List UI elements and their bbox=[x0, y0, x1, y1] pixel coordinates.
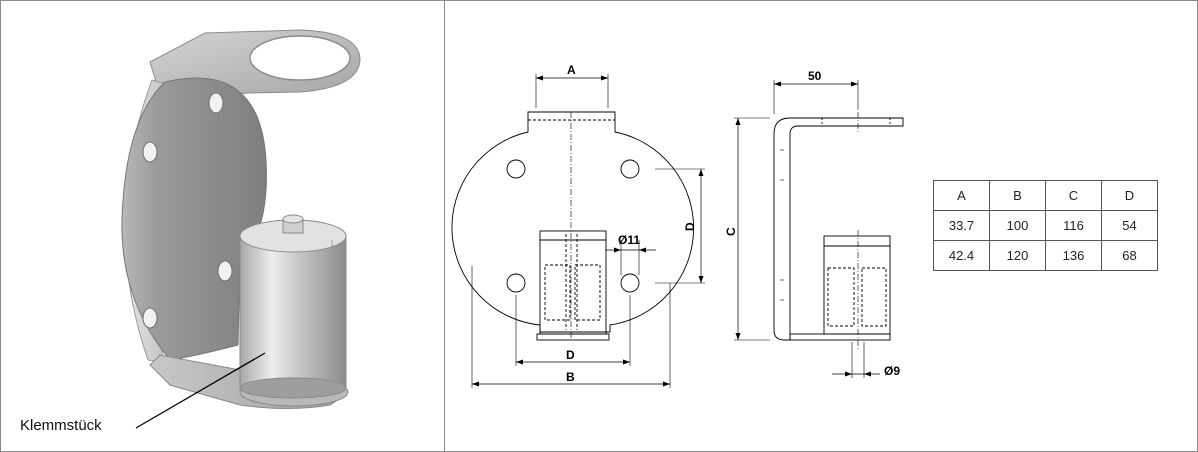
side-base bbox=[789, 333, 891, 341]
clamp-block bbox=[539, 230, 607, 335]
side-clamp bbox=[823, 235, 891, 335]
side-arrows bbox=[735, 81, 871, 377]
front-view bbox=[451, 74, 705, 388]
side-bracket bbox=[773, 117, 904, 341]
screw-hole-icon bbox=[208, 92, 224, 114]
table-header-row: A B C D bbox=[933, 180, 1158, 211]
table-header-cell: B bbox=[989, 180, 1046, 211]
dim-label-D-horizontal: D bbox=[566, 348, 575, 362]
dim-label-bolt: Ø9 bbox=[884, 364, 900, 378]
screw-hole-icon bbox=[142, 141, 158, 163]
hole-icon bbox=[506, 159, 526, 179]
table-cell: 136 bbox=[1045, 240, 1102, 271]
table-cell: 68 bbox=[1101, 240, 1158, 271]
clamp-hidden-right bbox=[574, 264, 601, 321]
hole-icon bbox=[506, 273, 526, 293]
table-header-cell: D bbox=[1101, 180, 1158, 211]
hole-icon bbox=[620, 273, 640, 293]
table-header-cell: C bbox=[1045, 180, 1102, 211]
front-arrows bbox=[472, 75, 704, 387]
clamp-cylinder bbox=[239, 235, 347, 389]
dim-label-50: 50 bbox=[808, 69, 822, 83]
product-render: Klemmstück bbox=[20, 29, 361, 434]
front-base bbox=[536, 333, 610, 341]
table-cell: 116 bbox=[1045, 210, 1102, 241]
table-cell: 33.7 bbox=[933, 210, 990, 241]
table-cell: 42.4 bbox=[933, 240, 990, 271]
dim-label-B: B bbox=[566, 370, 575, 384]
dim-label-C: C bbox=[724, 227, 738, 236]
side-clamp-hidden bbox=[827, 267, 855, 327]
table-row: 42.4 120 136 68 bbox=[933, 240, 1158, 271]
front-outline bbox=[451, 111, 695, 333]
table-header-cell: A bbox=[933, 180, 990, 211]
side-clamp-hidden bbox=[861, 267, 887, 327]
dim-label-A: A bbox=[567, 63, 576, 77]
side-view bbox=[734, 80, 904, 378]
pipe-ring-hole bbox=[249, 35, 351, 81]
panel-divider bbox=[444, 0, 445, 452]
dim-label-D-vertical: D bbox=[683, 222, 697, 231]
dim-label-hole: Ø11 bbox=[618, 233, 640, 247]
callout-line bbox=[135, 352, 266, 429]
table-row: 33.7 100 116 54 bbox=[933, 210, 1158, 241]
table-cell: 54 bbox=[1101, 210, 1158, 241]
screw-hole-icon bbox=[142, 307, 158, 329]
mounting-plate bbox=[121, 77, 267, 361]
bolt-top bbox=[282, 214, 304, 224]
cylinder-bottom bbox=[239, 377, 347, 399]
dimension-table: A B C D 33.7 100 116 54 42.4 120 136 68 bbox=[933, 180, 1158, 271]
callout-label: Klemmstück bbox=[20, 417, 102, 434]
table-cell: 100 bbox=[989, 210, 1046, 241]
screw-hole-icon bbox=[217, 260, 233, 282]
table-cell: 120 bbox=[989, 240, 1046, 271]
hole-icon bbox=[620, 159, 640, 179]
clamp-hidden-left bbox=[544, 264, 571, 321]
